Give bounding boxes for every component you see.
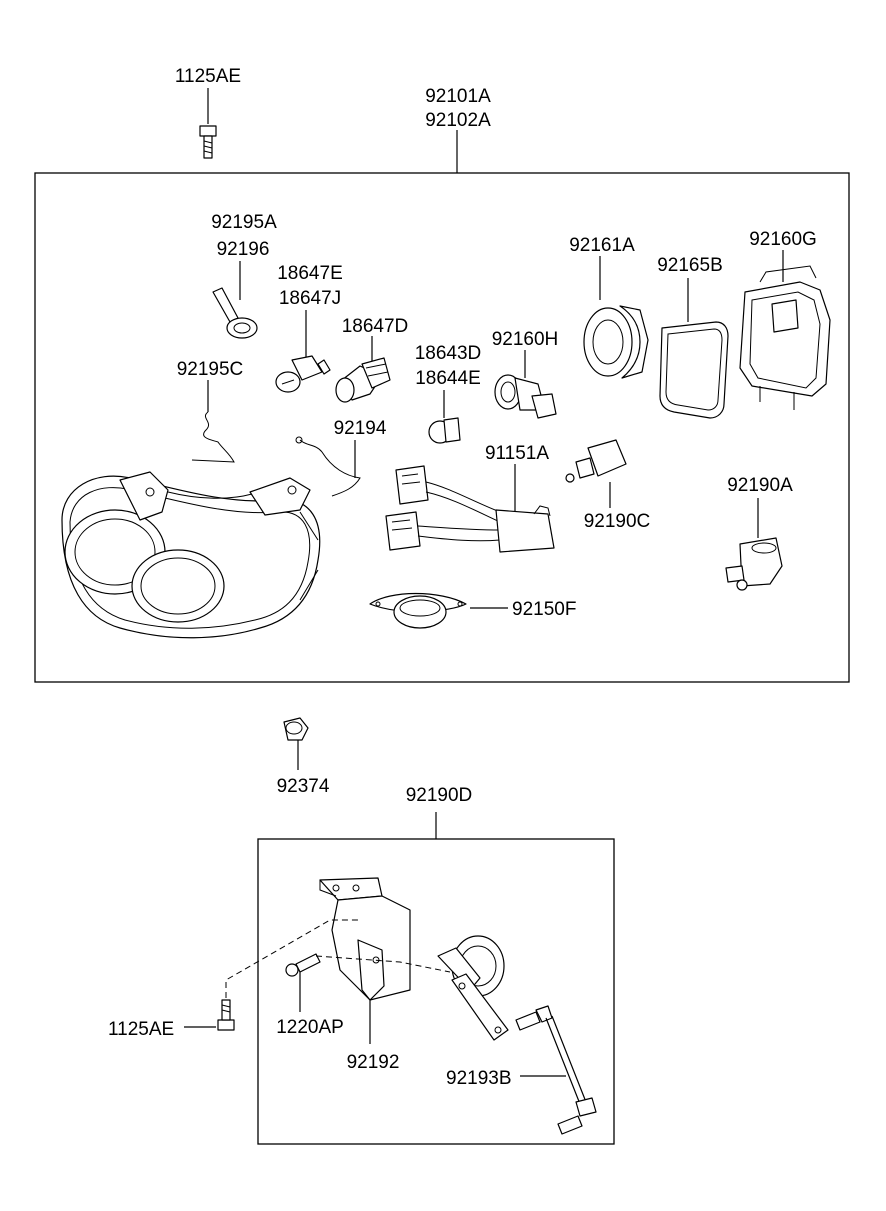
label-92195C: 92195C (177, 359, 244, 380)
label-18647J: 18647J (279, 288, 341, 309)
headlamp-assembly-box (34, 172, 850, 683)
assembly-line-1 (225, 919, 360, 998)
cover-92160G (739, 265, 831, 410)
bulb-18644E (428, 417, 461, 444)
label-92165B: 92165B (657, 255, 723, 276)
cap-92161A (583, 305, 649, 379)
harness-91151A (385, 465, 555, 553)
label-92193B: 92193B (446, 1068, 512, 1089)
socket-92160H (494, 374, 557, 419)
label-91151A: 91151A (485, 443, 549, 464)
label-92102A: 92102A (425, 110, 491, 131)
label-92101A: 92101A (425, 86, 491, 107)
label-92160H: 92160H (492, 329, 559, 350)
label-92150F: 92150F (512, 599, 576, 620)
headlamp-housing (61, 471, 321, 639)
label-92196: 92196 (217, 239, 270, 260)
label-92195A: 92195A (211, 212, 277, 233)
label-92192: 92192 (347, 1052, 400, 1073)
label-92374: 92374 (277, 776, 330, 797)
bolt-1220AP (285, 953, 321, 977)
bulb-18647E (275, 355, 331, 393)
label-18643D: 18643D (415, 343, 482, 364)
gasket-92165B (659, 321, 729, 419)
label-92190D: 92190D (406, 785, 473, 806)
sensor-92190C (565, 439, 627, 483)
leveling-sensor-arm (437, 935, 509, 1041)
clip-92196 (212, 287, 258, 339)
label-18647E: 18647E (277, 263, 343, 284)
bolt-1125AE-bottom (217, 999, 235, 1031)
gasket-92150F (369, 592, 467, 629)
bolt-1125AE-top (199, 88, 217, 159)
actuator-92190A (725, 537, 783, 591)
link-rod-92193B (515, 1005, 597, 1135)
bracket-92192 (319, 877, 411, 1001)
label-1220AP: 1220AP (276, 1017, 344, 1038)
label-1125AE-top: 1125AE (175, 66, 241, 87)
label-92160G: 92160G (749, 229, 817, 250)
label-18644E: 18644E (415, 368, 481, 389)
label-92190A: 92190A (727, 475, 793, 496)
wire-92195C (191, 411, 235, 463)
bulb-18647D (335, 357, 391, 403)
label-1125AE-bottom: 1125AE (108, 1019, 174, 1040)
wire-92194 (295, 436, 361, 497)
label-18647D: 18647D (342, 316, 409, 337)
leveling-assembly-box (257, 838, 615, 1145)
nut-92374 (283, 717, 309, 741)
label-92194: 92194 (334, 418, 387, 439)
assembly-line-2 (315, 955, 451, 973)
label-92161A: 92161A (569, 235, 635, 256)
label-92190C: 92190C (584, 511, 651, 532)
